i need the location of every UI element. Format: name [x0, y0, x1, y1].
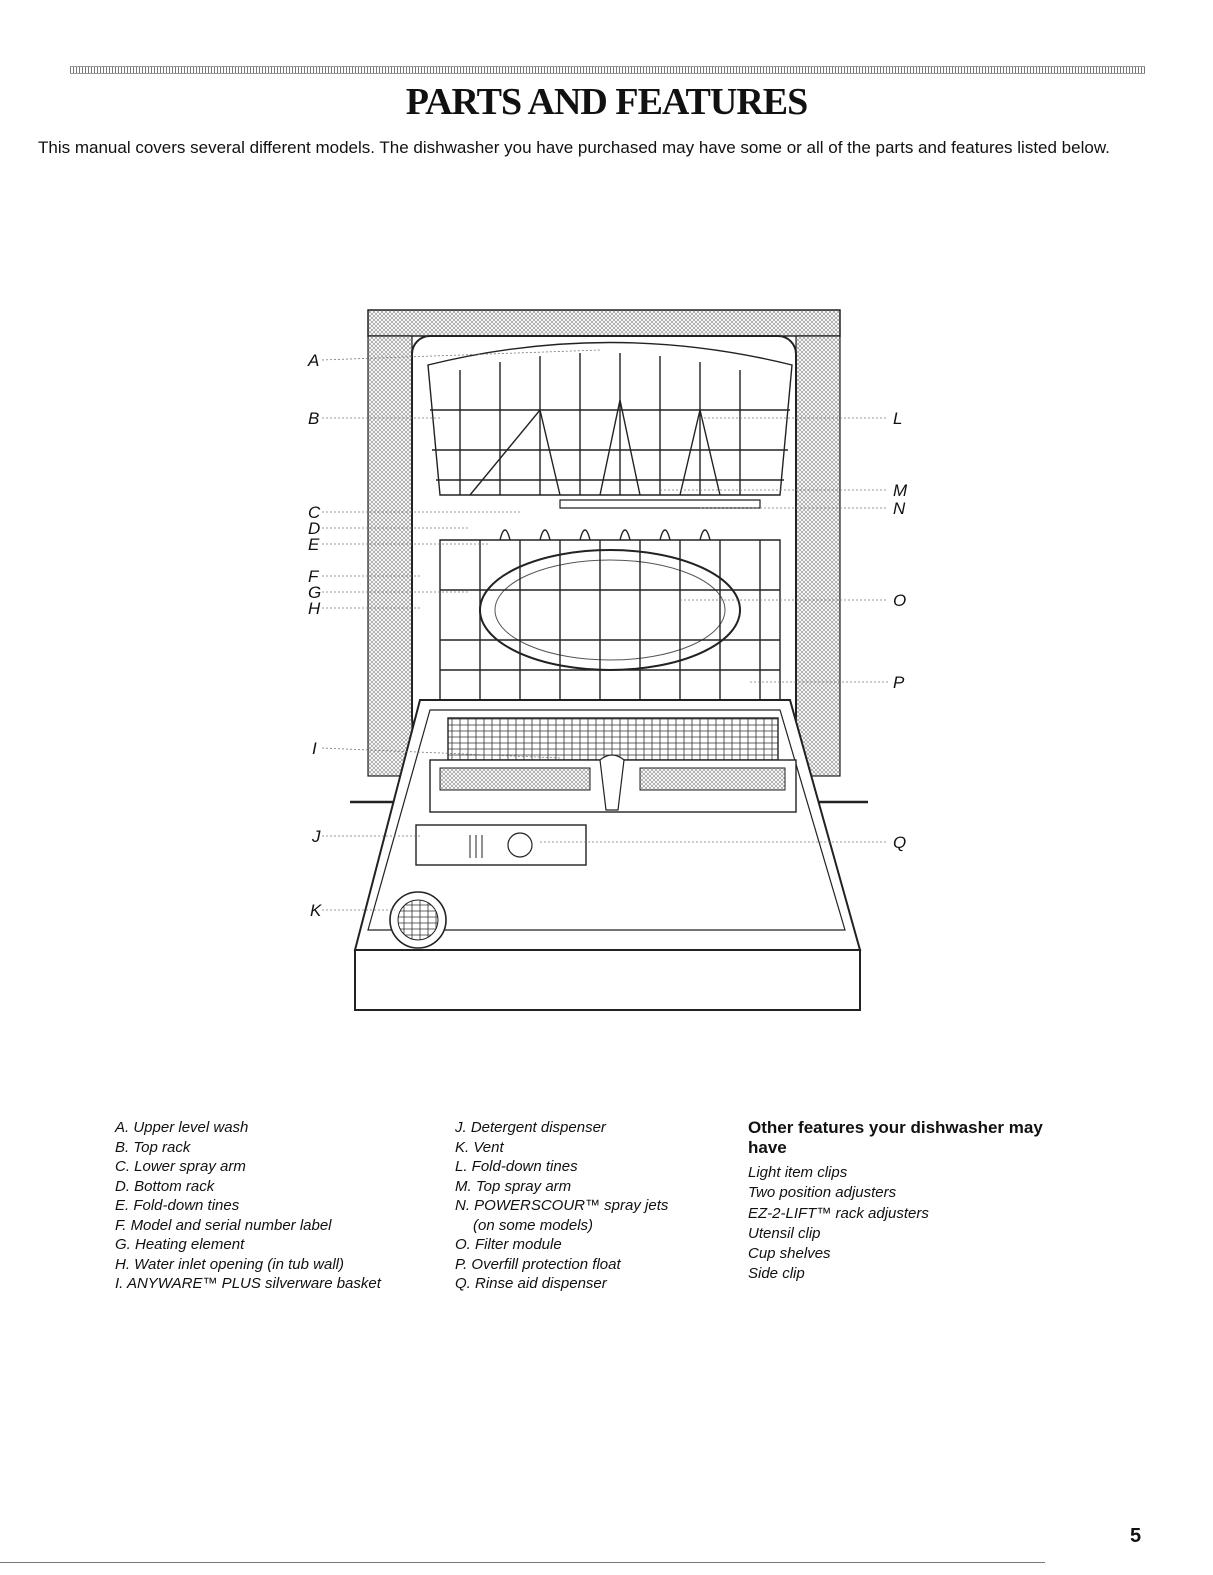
- intro-paragraph: This manual covers several different mod…: [38, 138, 1110, 157]
- legend-item: G. Heating element: [115, 1236, 245, 1253]
- legend-item: E. Fold-down tines: [115, 1197, 240, 1214]
- legend-item-continuation: (on some models): [473, 1216, 594, 1234]
- page-number: 5: [1130, 1525, 1142, 1547]
- callout-c: C: [308, 503, 321, 522]
- legend-item: O. Filter module: [455, 1236, 562, 1253]
- callout-f: F: [308, 567, 319, 586]
- dishwasher-diagram: A B C D E F G H I J K L M N O P Q: [0, 290, 1213, 1030]
- other-feature-item: Cup shelves: [748, 1245, 831, 1263]
- callout-p: P: [893, 673, 905, 692]
- callout-e: E: [308, 535, 320, 554]
- page-title: PARTS AND FEATURES: [405, 81, 809, 123]
- callout-k: K: [310, 901, 322, 920]
- legend-item: C. Lower spray arm: [115, 1158, 246, 1175]
- legend-item: D. Bottom rack: [115, 1177, 215, 1195]
- callout-m: M: [893, 481, 908, 500]
- header-decorative-rule: [70, 66, 1145, 74]
- callout-d: D: [308, 519, 321, 538]
- other-feature-item: Side clip: [748, 1265, 805, 1283]
- callout-q: Q: [893, 833, 907, 852]
- dishwasher-illustration: [321, 309, 888, 1011]
- legend-item: L. Fold-down tines: [455, 1158, 578, 1175]
- legend-column-2: J. Detergent dispenser K. Vent L. Fold-d…: [455, 1118, 668, 1294]
- legend-item: K. Vent: [455, 1138, 504, 1156]
- legend-column-1: A. Upper level wash B. Top rack C. Lower…: [115, 1118, 381, 1294]
- callout-o: O: [893, 591, 907, 610]
- legend-item: F. Model and serial number label: [115, 1216, 332, 1234]
- callout-a: A: [308, 351, 320, 370]
- legend-item: J. Detergent dispenser: [455, 1119, 606, 1136]
- callout-g: G: [308, 583, 322, 602]
- callout-h: H: [308, 599, 321, 618]
- other-feature-item: Light item clips: [748, 1164, 848, 1181]
- footer-rule: [0, 1562, 1045, 1563]
- legend-item: B. Top rack: [115, 1138, 191, 1156]
- legend-item: P. Overfill protection float: [455, 1255, 621, 1273]
- legend-item: H. Water inlet opening (in tub wall): [115, 1255, 344, 1273]
- legend-item: A. Upper level wash: [115, 1119, 249, 1136]
- callout-n: N: [893, 499, 906, 518]
- other-features-list: Light item clips Two position adjusters …: [748, 1163, 929, 1285]
- callout-b: B: [308, 409, 320, 428]
- legend-item: I. ANYWARE™ PLUS silverware basket: [115, 1275, 381, 1292]
- callout-l: L: [893, 409, 903, 428]
- other-features-heading: Other features your dishwasher may have: [748, 1118, 1043, 1157]
- legend-item: Q. Rinse aid dispenser: [455, 1275, 607, 1292]
- legend-item: N. POWERSCOUR™ spray jets: [455, 1197, 669, 1214]
- callout-j: J: [312, 827, 321, 846]
- other-feature-item: Two position adjusters: [748, 1184, 897, 1202]
- other-feature-item: EZ-2-LIFT™ rack adjusters: [748, 1204, 929, 1222]
- callout-i: I: [312, 739, 317, 758]
- other-feature-item: Utensil clip: [748, 1224, 821, 1242]
- legend-item: M. Top spray arm: [455, 1177, 572, 1195]
